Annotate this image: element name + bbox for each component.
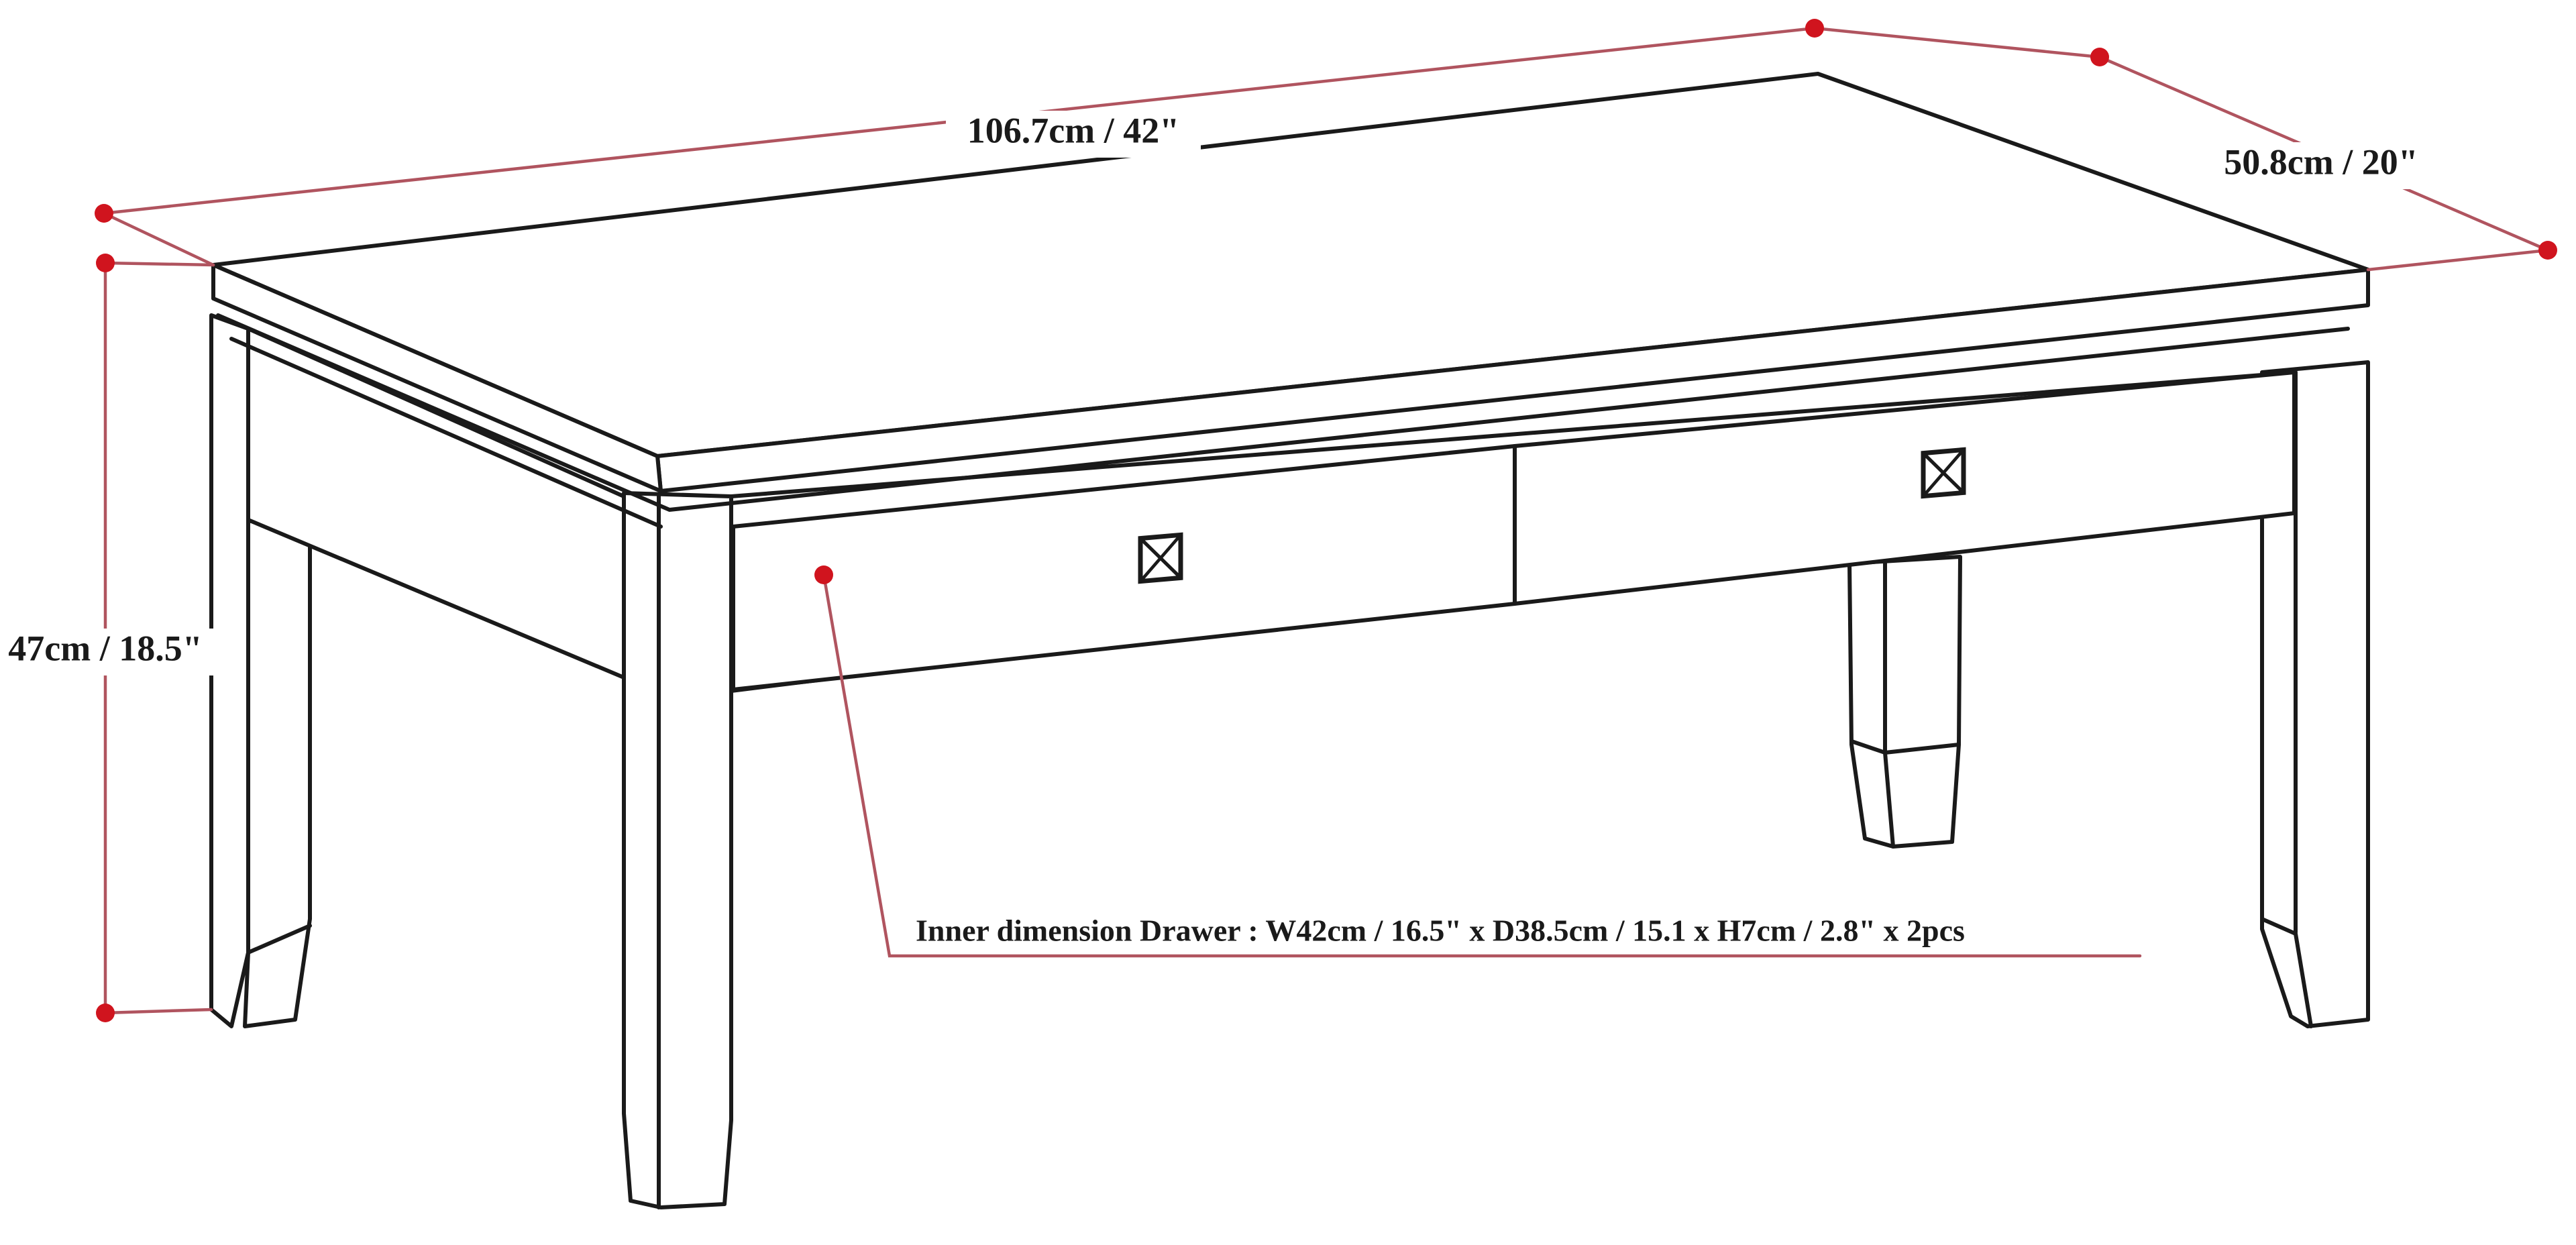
drawer-right-handle[interactable] bbox=[1921, 447, 1966, 499]
width-label: 106.7cm / 42" bbox=[967, 110, 1179, 150]
dimension-dot bbox=[2538, 241, 2557, 260]
dimension-dot bbox=[96, 1004, 115, 1022]
back-right-leg bbox=[1847, 555, 1962, 849]
depth-label: 50.8cm / 20" bbox=[2224, 142, 2418, 182]
dimension-height: 47cm / 18.5" bbox=[0, 254, 216, 1022]
dimension-dot bbox=[96, 254, 115, 272]
dimension-dot bbox=[2090, 48, 2109, 66]
drawer-left-handle[interactable] bbox=[1138, 532, 1183, 584]
back-left-leg bbox=[243, 494, 312, 1028]
drawer-right[interactable] bbox=[1513, 370, 2296, 606]
dimension-width: 106.7cm / 42" bbox=[95, 19, 2102, 267]
dimension-drawer-inner: Inner dimension Drawer : W42cm / 16.5" x… bbox=[814, 565, 2142, 958]
dimension-depth: 50.8cm / 20" bbox=[2090, 48, 2557, 272]
height-label: 47cm / 18.5" bbox=[8, 628, 202, 668]
dimension-dot bbox=[814, 565, 833, 584]
dimension-dot bbox=[95, 204, 113, 223]
dimension-dot bbox=[1805, 19, 1824, 38]
drawer-inner-dimension-label: Inner dimension Drawer : W42cm / 16.5" x… bbox=[916, 914, 1965, 948]
front-left-leg-side bbox=[209, 313, 250, 1028]
front-corner-leg bbox=[622, 491, 733, 1209]
